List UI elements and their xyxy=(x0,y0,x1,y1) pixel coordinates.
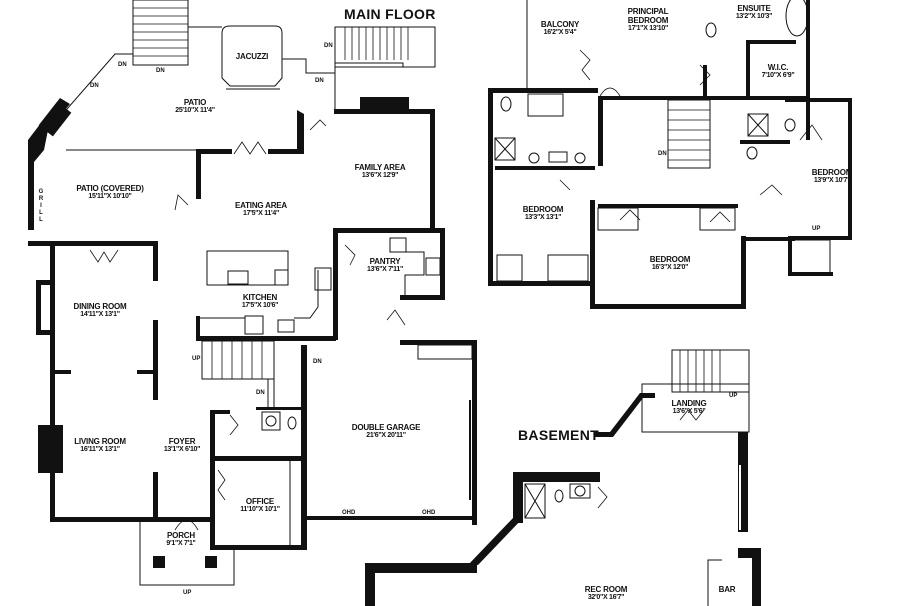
room-name: EATING AREA xyxy=(234,201,288,210)
room-dims: 11'10"X 10'1" xyxy=(240,506,280,514)
room-dims: 17'5"X 10'6" xyxy=(241,302,279,310)
up-label: UP xyxy=(183,590,192,596)
dn-label: DN xyxy=(156,68,165,74)
room-name: BEDROOM xyxy=(811,168,853,177)
room-bedroom-east: BEDROOM 13'9"X 10'7" xyxy=(811,168,853,185)
room-dims: 21'6"X 20'11" xyxy=(366,432,406,440)
jacuzzi-label: JACUZZI xyxy=(235,52,269,61)
room-name: JACUZZI xyxy=(235,52,269,61)
dn-label: DN xyxy=(313,359,322,365)
room-dims: 17'1"X 13'10" xyxy=(628,25,668,33)
up-label: UP xyxy=(812,226,821,232)
patio-stairs xyxy=(132,0,189,66)
room-landing: LANDING 13'6"X 5'6" xyxy=(671,399,706,416)
room-double-garage: DOUBLE GARAGE 21'6"X 20'11" xyxy=(352,423,421,440)
room-name: DINING ROOM xyxy=(73,302,127,311)
ohd-label: OHD xyxy=(342,510,356,516)
dn-label: DN xyxy=(118,62,127,68)
ohd-label: OHD xyxy=(422,510,436,516)
room-balcony: BALCONY 16'2"X 5'4" xyxy=(541,20,579,37)
room-dims: 17'5"X 11'4" xyxy=(243,210,279,218)
room-family-area: FAMILY AREA 13'6"X 12'9" xyxy=(355,163,406,180)
room-patio: PATIO 25'10"X 11'4" xyxy=(175,98,215,115)
room-dims: 7'10"X 6'9" xyxy=(761,72,795,80)
room-rec-room: REC ROOM 32'0"X 16'7" xyxy=(584,585,628,602)
up-label: UP xyxy=(192,356,201,362)
room-name: FAMILY AREA xyxy=(354,163,406,172)
room-name: BAR xyxy=(718,585,736,594)
room-wic: W.I.C. 7'10"X 6'9" xyxy=(762,63,795,80)
dn-label: DN xyxy=(90,83,99,89)
room-name: BALCONY xyxy=(540,20,580,29)
room-name: PATIO xyxy=(183,98,207,107)
room-ensuite: ENSUITE 13'2"X 10'3" xyxy=(735,4,773,21)
room-patio-covered: PATIO (COVERED) 15'11"X 10'10" xyxy=(76,184,144,201)
room-dims: 16'3"X 12'0" xyxy=(651,264,689,272)
room-dims: 15'11"X 10'10" xyxy=(88,193,132,201)
room-name: LIVING ROOM xyxy=(74,437,126,446)
basement-title: BASEMENT xyxy=(518,427,599,443)
room-name: ENSUITE xyxy=(737,4,771,13)
dn-label: DN xyxy=(315,78,324,84)
room-dims: 16'11"X 13'1" xyxy=(80,446,120,454)
dn-label: DN xyxy=(658,151,667,157)
room-dims: 9'1"X 7'1" xyxy=(166,540,196,548)
room-name: PRINCIPAL BEDROOM xyxy=(627,7,669,26)
room-name: REC ROOM xyxy=(584,585,628,594)
room-kitchen: KITCHEN 17'5"X 10'6" xyxy=(241,293,279,310)
room-dims: 13'9"X 10'7" xyxy=(813,177,851,185)
room-name: PORCH xyxy=(167,531,195,540)
room-dims: 14'11"X 13'1" xyxy=(80,311,120,319)
room-dims: 13'6"X 7'11" xyxy=(367,266,403,274)
room-dims: 13'6"X 12'9" xyxy=(361,172,399,180)
room-name: LANDING xyxy=(671,399,707,408)
room-porch: PORCH 9'1"X 7'1" xyxy=(166,531,195,548)
room-dims: 16'2"X 5'4" xyxy=(543,29,577,37)
room-living-room: LIVING ROOM 16'11"X 13'1" xyxy=(74,437,126,454)
room-bedroom-west: BEDROOM 13'3"X 13'1" xyxy=(522,205,564,222)
dn-label: DN xyxy=(324,43,333,49)
room-name: FOYER xyxy=(168,437,196,446)
room-principal-bedroom: PRINCIPAL BEDROOM 17'1"X 13'10" xyxy=(618,7,678,33)
room-name: OFFICE xyxy=(245,497,275,506)
room-eating-area: EATING AREA 17'5"X 11'4" xyxy=(235,201,287,218)
room-dims: 13'1"X 6'10" xyxy=(163,446,201,454)
room-name: BEDROOM xyxy=(522,205,564,214)
room-name: DOUBLE GARAGE xyxy=(351,423,421,432)
room-bar: BAR xyxy=(719,585,736,594)
main-floor-title: MAIN FLOOR xyxy=(344,6,436,22)
room-bedroom-south: BEDROOM 16'3"X 12'0" xyxy=(649,255,691,272)
dn-label: DN xyxy=(256,390,265,396)
room-dining-room: DINING ROOM 14'11"X 13'1" xyxy=(74,302,127,319)
room-dims: 13'6"X 5'6" xyxy=(672,408,706,416)
up-label: UP xyxy=(729,393,738,399)
room-foyer: FOYER 13'1"X 6'10" xyxy=(163,437,201,454)
room-name: KITCHEN xyxy=(242,293,278,302)
room-dims: 32'0"X 16'7" xyxy=(587,594,625,602)
room-pantry: PANTRY 13'6"X 7'11" xyxy=(367,257,403,274)
room-name: PATIO (COVERED) xyxy=(76,184,144,193)
room-dims: 13'3"X 13'1" xyxy=(524,214,562,222)
room-name: W.I.C. xyxy=(767,63,789,72)
room-name: BEDROOM xyxy=(649,255,691,264)
room-dims: 13'2"X 10'3" xyxy=(735,13,773,21)
jacuzzi xyxy=(221,25,283,87)
room-name: PANTRY xyxy=(369,257,401,266)
room-office: OFFICE 11'10"X 10'1" xyxy=(240,497,280,514)
room-dims: 25'10"X 11'4" xyxy=(175,107,215,115)
